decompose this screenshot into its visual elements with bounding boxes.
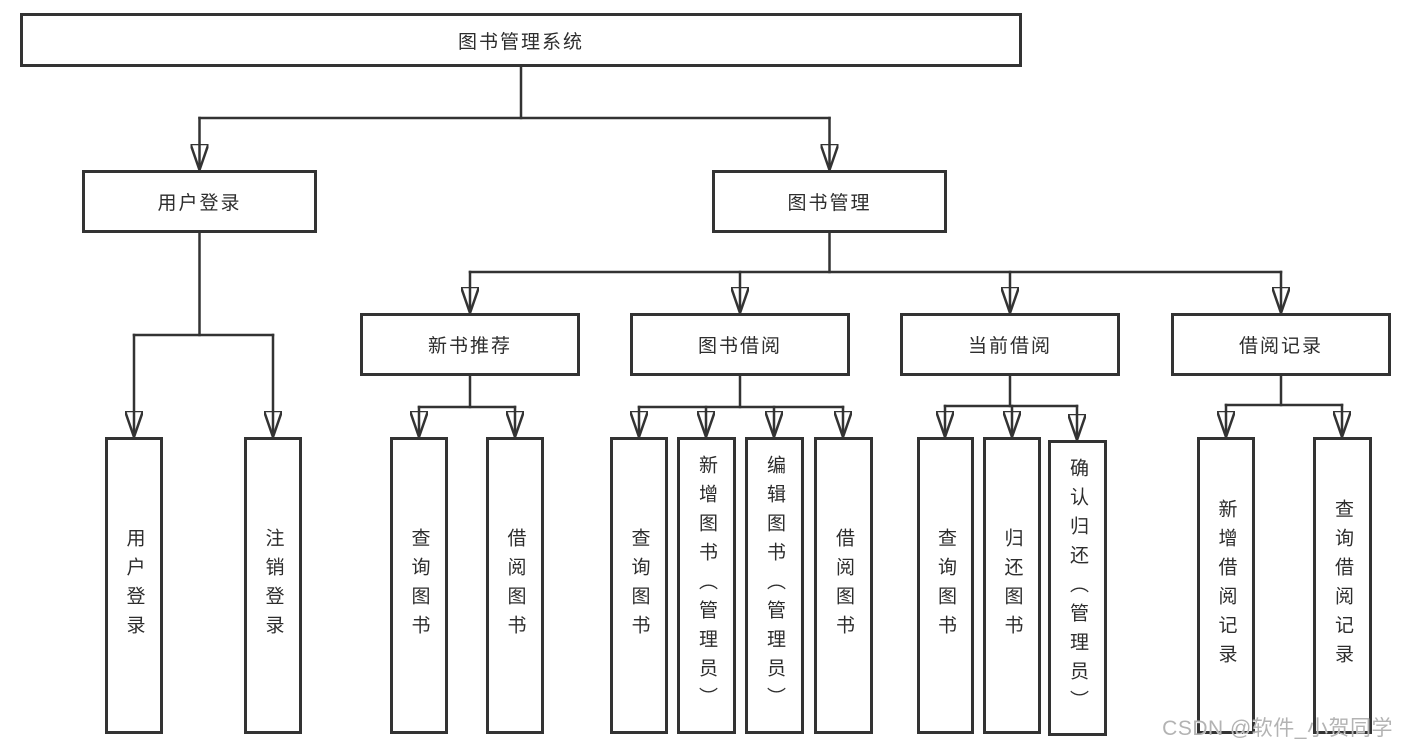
edges-recommendation-children bbox=[419, 374, 515, 435]
leaf-recommend-query-book: 查询图书 bbox=[390, 437, 448, 734]
leaf-label: 借阅图书 bbox=[504, 527, 526, 644]
node-book-management: 图书管理 bbox=[712, 170, 947, 233]
leaf-label: 注销登录 bbox=[262, 527, 284, 644]
edges-user-login-children bbox=[134, 231, 273, 435]
csdn-watermark: CSDN @软件_小贺同学 bbox=[1162, 717, 1393, 740]
leaf-borrowing-borrow-book: 借阅图书 bbox=[814, 437, 873, 734]
leaf-label: 新增借阅记录 bbox=[1215, 498, 1237, 673]
node-user-login: 用户登录 bbox=[82, 170, 317, 233]
node-book-borrowing: 图书借阅 bbox=[630, 313, 850, 376]
leaf-label: 确认归还（管理员） bbox=[1067, 457, 1088, 719]
node-current-borrowing: 当前借阅 bbox=[900, 313, 1120, 376]
leaf-logout-login: 注销登录 bbox=[244, 437, 302, 734]
leaf-current-query-book: 查询图书 bbox=[917, 437, 974, 734]
leaf-label: 用户登录 bbox=[123, 527, 145, 644]
node-new-book-recommendation: 新书推荐 bbox=[360, 313, 580, 376]
leaf-current-return-book: 归还图书 bbox=[983, 437, 1041, 734]
leaf-recommend-borrow-book: 借阅图书 bbox=[486, 437, 544, 734]
leaf-borrowing-edit-book-admin: 编辑图书（管理员） bbox=[745, 437, 804, 734]
leaf-records-query-record: 查询借阅记录 bbox=[1313, 437, 1372, 734]
edges-records-children bbox=[1226, 374, 1342, 435]
leaf-label: 借阅图书 bbox=[833, 527, 854, 644]
leaf-label: 归还图书 bbox=[1001, 527, 1023, 644]
leaf-records-add-record: 新增借阅记录 bbox=[1197, 437, 1255, 734]
leaf-label: 查询图书 bbox=[408, 527, 430, 644]
node-root-system: 图书管理系统 bbox=[20, 13, 1022, 67]
edges-root-to-branches bbox=[200, 65, 830, 168]
leaf-user-login: 用户登录 bbox=[105, 437, 163, 734]
leaf-current-confirm-return-admin: 确认归还（管理员） bbox=[1048, 440, 1107, 736]
node-borrowing-records: 借阅记录 bbox=[1171, 313, 1391, 376]
leaf-label: 编辑图书（管理员） bbox=[764, 455, 785, 716]
leaf-label: 查询图书 bbox=[628, 527, 650, 644]
leaf-label: 查询图书 bbox=[935, 527, 956, 644]
edges-current-borrowing-children bbox=[945, 374, 1077, 438]
leaf-label: 新增图书（管理员） bbox=[696, 455, 717, 716]
edges-borrowing-children bbox=[639, 374, 843, 435]
leaf-borrowing-query-book: 查询图书 bbox=[610, 437, 668, 734]
leaf-borrowing-add-book-admin: 新增图书（管理员） bbox=[677, 437, 736, 734]
edges-book-management-sections bbox=[470, 231, 1281, 311]
leaf-label: 查询借阅记录 bbox=[1332, 498, 1353, 673]
